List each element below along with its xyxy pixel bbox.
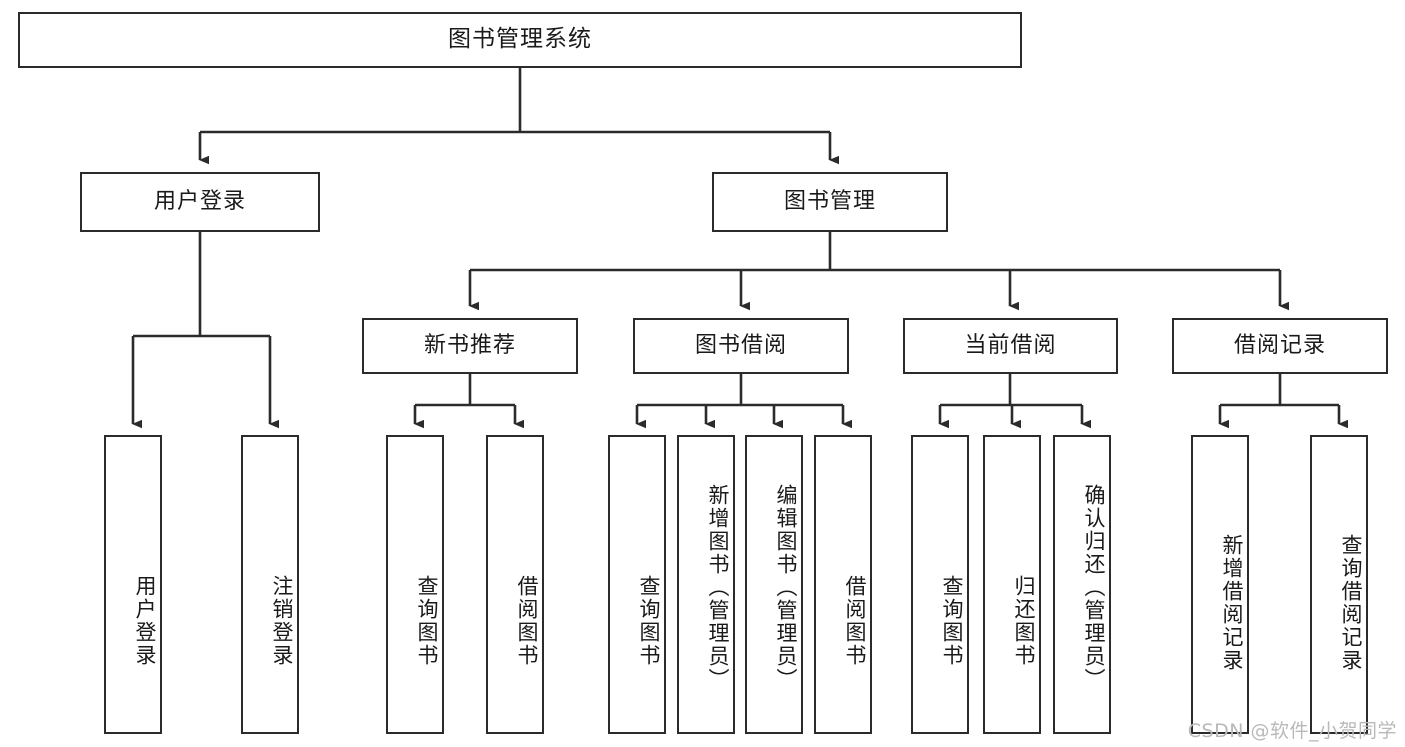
node-label: 新书推荐 — [423, 332, 516, 358]
node-leaf-query-book-2[interactable]: 查询图书 — [608, 435, 666, 734]
node-label: 借阅图书 — [843, 574, 867, 667]
node-label: 查询图书 — [637, 574, 661, 667]
node-leaf-user-logout[interactable]: 注销登录 — [241, 435, 299, 734]
node-leaf-confirm-return[interactable]: 确认归还（管理员） — [1053, 435, 1111, 734]
node-leaf-return-book[interactable]: 归还图书 — [983, 435, 1041, 734]
node-label: 查询图书 — [940, 574, 964, 667]
node-label: 借阅图书 — [515, 574, 539, 667]
node-label: 编辑图书（管理员） — [774, 484, 798, 691]
node-label: 确认归还（管理员） — [1082, 484, 1106, 691]
node-leaf-query-record[interactable]: 查询借阅记录 — [1310, 435, 1368, 734]
node-label: 图书借阅 — [694, 332, 787, 358]
node-label: 图书管理系统 — [448, 26, 592, 53]
node-book-borrow[interactable]: 图书借阅 — [633, 318, 849, 374]
node-label: 用户登录 — [153, 188, 246, 214]
node-current-borrow[interactable]: 当前借阅 — [903, 318, 1118, 374]
csdn-watermark: CSDN @软件_小贺同学 — [1187, 720, 1397, 742]
node-leaf-query-book-3[interactable]: 查询图书 — [911, 435, 969, 734]
node-leaf-borrow-book-2[interactable]: 借阅图书 — [814, 435, 872, 734]
node-label: 用户登录 — [133, 574, 157, 667]
node-leaf-add-book[interactable]: 新增图书（管理员） — [677, 435, 735, 734]
node-leaf-user-login[interactable]: 用户登录 — [104, 435, 162, 734]
node-borrow-record[interactable]: 借阅记录 — [1172, 318, 1388, 374]
node-leaf-edit-book[interactable]: 编辑图书（管理员） — [745, 435, 803, 734]
node-user-login[interactable]: 用户登录 — [80, 172, 320, 232]
node-root-system[interactable]: 图书管理系统 — [18, 12, 1022, 68]
node-label: 当前借阅 — [964, 332, 1057, 358]
node-label: 新增借阅记录 — [1220, 533, 1244, 672]
node-new-book-recommend[interactable]: 新书推荐 — [362, 318, 578, 374]
node-label: 归还图书 — [1012, 574, 1036, 667]
node-leaf-add-record[interactable]: 新增借阅记录 — [1191, 435, 1249, 734]
node-label: 借阅记录 — [1233, 332, 1326, 358]
node-leaf-borrow-book-1[interactable]: 借阅图书 — [486, 435, 544, 734]
node-label: 查询图书 — [415, 574, 439, 667]
node-book-manage[interactable]: 图书管理 — [712, 172, 948, 232]
node-label: 图书管理 — [783, 188, 876, 214]
node-label: 注销登录 — [270, 574, 294, 667]
node-label: 查询借阅记录 — [1339, 533, 1363, 672]
node-leaf-query-book-1[interactable]: 查询图书 — [386, 435, 444, 734]
node-label: 新增图书（管理员） — [706, 484, 730, 691]
